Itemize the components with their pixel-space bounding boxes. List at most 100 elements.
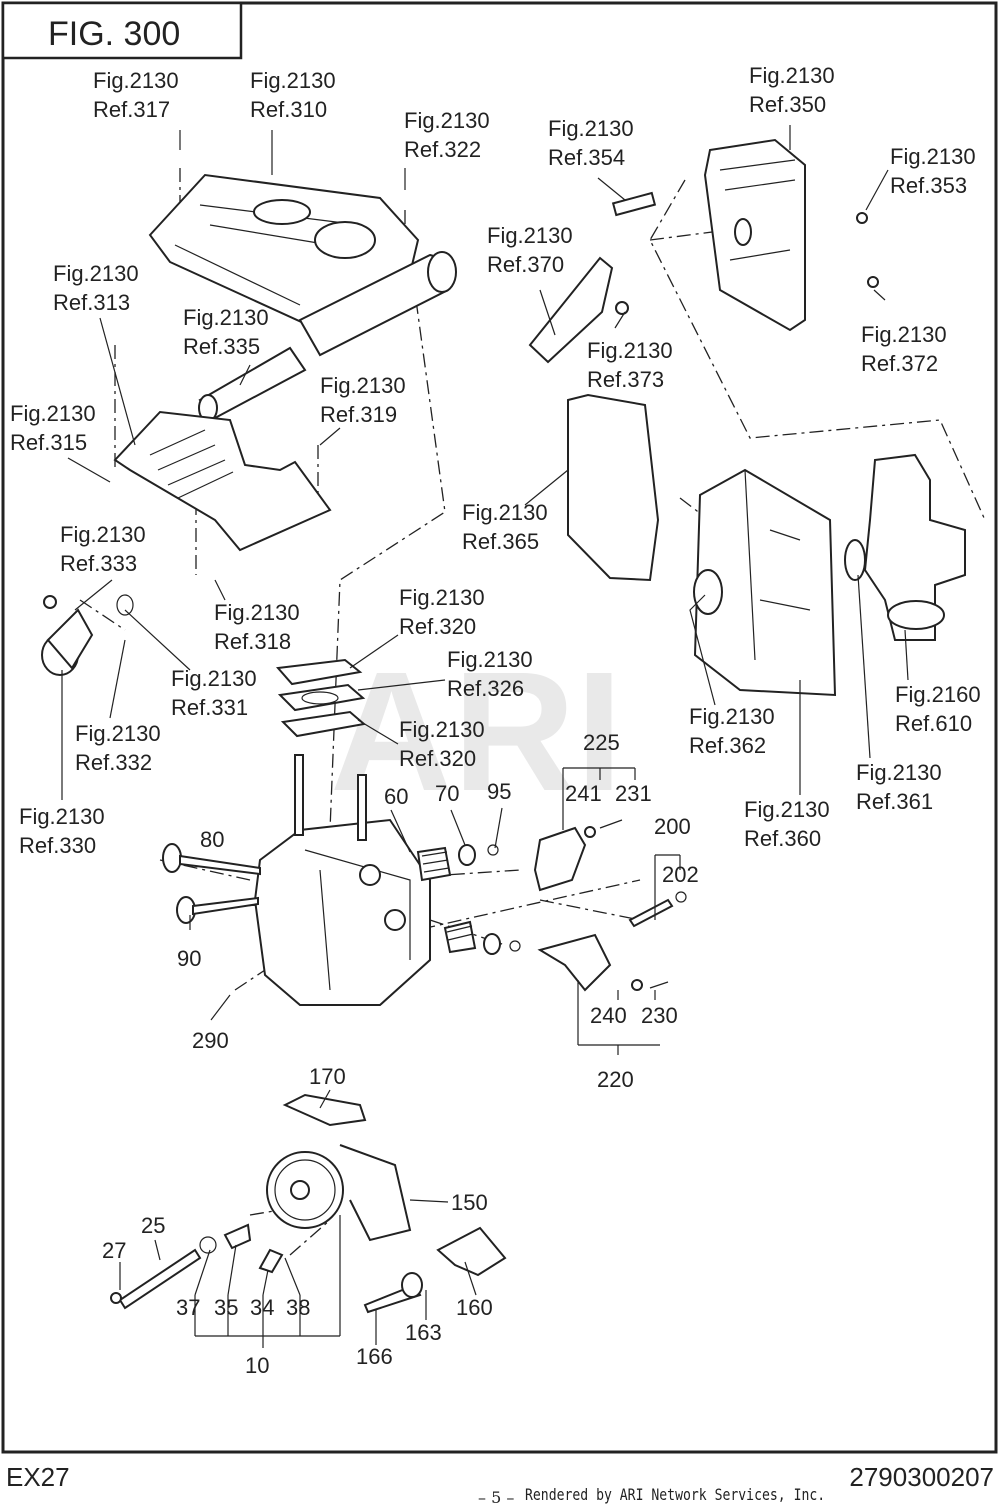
callout-ref-353: Fig.2130 Ref.353 [890, 144, 976, 198]
svg-text:Fig.2130: Fig.2130 [404, 108, 490, 133]
callout-ref-360: Fig.2130 Ref.360 [744, 797, 830, 851]
callout-ref-317: Fig.2130 Ref.317 [93, 68, 179, 122]
callout-ref-361: Fig.2130 Ref.361 [856, 760, 942, 814]
part-37: 37 [176, 1295, 200, 1320]
svg-text:Fig.2130: Fig.2130 [250, 68, 336, 93]
part-241: 241 [565, 781, 602, 806]
callout-ref-320-lower: Fig.2130 Ref.320 [399, 717, 485, 771]
svg-text:Fig.2130: Fig.2130 [744, 797, 830, 822]
svg-text:Ref.353: Ref.353 [890, 173, 967, 198]
callout-ref-350: Fig.2130 Ref.350 [749, 63, 835, 117]
svg-text:Ref.320: Ref.320 [399, 746, 476, 771]
part-290: 290 [192, 1028, 229, 1053]
svg-text:Fig.2130: Fig.2130 [10, 401, 96, 426]
cylinder-head [253, 754, 431, 1006]
svg-text:Fig.2130: Fig.2130 [183, 305, 269, 330]
part-200: 200 [654, 814, 691, 839]
part-34: 34 [250, 1295, 274, 1320]
footer-model: EX27 [6, 1462, 70, 1492]
svg-text:Ref.317: Ref.317 [93, 97, 170, 122]
svg-text:Fig.2130: Fig.2130 [856, 760, 942, 785]
svg-text:Fig.2130: Fig.2130 [75, 721, 161, 746]
intake-valve [162, 843, 261, 876]
callout-ref-322: Fig.2130 Ref.322 [404, 108, 490, 162]
svg-text:Ref.361: Ref.361 [856, 789, 933, 814]
svg-text:Ref.331: Ref.331 [171, 695, 248, 720]
svg-text:Ref.333: Ref.333 [60, 551, 137, 576]
svg-text:Ref.319: Ref.319 [320, 402, 397, 427]
callout-ref-330: Fig.2130 Ref.330 [19, 804, 105, 858]
callout-fig-2160-ref-610: Fig.2160 Ref.610 [895, 682, 981, 736]
gaskets [275, 658, 367, 738]
svg-text:Ref.362: Ref.362 [689, 733, 766, 758]
svg-text:Fig.2130: Fig.2130 [689, 704, 775, 729]
svg-text:Ref.326: Ref.326 [447, 676, 524, 701]
exhaust-elbow [41, 594, 134, 676]
part-166: 166 [356, 1344, 393, 1369]
part-90: 90 [177, 946, 201, 971]
part-38: 38 [286, 1295, 310, 1320]
svg-text:Ref.360: Ref.360 [744, 826, 821, 851]
svg-text:Ref.350: Ref.350 [749, 92, 826, 117]
svg-text:Fig.2130: Fig.2130 [60, 522, 146, 547]
svg-text:Fig.2130: Fig.2130 [93, 68, 179, 93]
callout-ref-331: Fig.2130 Ref.331 [171, 666, 257, 720]
callout-ref-319: Fig.2130 Ref.319 [320, 373, 406, 427]
svg-text:Ref.372: Ref.372 [861, 351, 938, 376]
part-230: 230 [641, 1003, 678, 1028]
svg-text:Ref.365: Ref.365 [462, 529, 539, 554]
svg-text:Fig.2130: Fig.2130 [548, 116, 634, 141]
valve-springs [416, 844, 521, 955]
cam-gear [110, 1093, 507, 1314]
callout-ref-333: Fig.2130 Ref.333 [60, 522, 146, 576]
figure-title: FIG. 300 [48, 15, 180, 53]
callout-ref-373: Fig.2130 Ref.373 [587, 338, 673, 392]
footer-page-number: – 5 – [478, 1488, 515, 1507]
svg-text:Ref.373: Ref.373 [587, 367, 664, 392]
svg-text:Fig.2130: Fig.2130 [214, 600, 300, 625]
diagram-border [1, 1, 998, 1454]
svg-text:Fig.2130: Fig.2130 [19, 804, 105, 829]
tailpipe [198, 346, 307, 422]
part-202: 202 [662, 862, 699, 887]
svg-text:Ref.610: Ref.610 [895, 711, 972, 736]
rocker-arm-lower [537, 933, 669, 992]
callout-ref-332: Fig.2130 Ref.332 [75, 721, 161, 775]
svg-text:Fig.2130: Fig.2130 [320, 373, 406, 398]
svg-text:Fig.2130: Fig.2130 [399, 585, 485, 610]
callout-ref-318: Fig.2130 Ref.318 [214, 600, 300, 654]
exhaust-valve [176, 896, 259, 924]
part-10: 10 [245, 1353, 269, 1378]
part-80: 80 [200, 827, 224, 852]
svg-text:Ref.354: Ref.354 [548, 145, 625, 170]
svg-text:Fig.2130: Fig.2130 [749, 63, 835, 88]
air-cleaner-cover [611, 138, 879, 332]
svg-text:Fig.2130: Fig.2130 [487, 223, 573, 248]
callout-labels: Fig.2130 Ref.317 Fig.2130 Ref.310 Fig.21… [10, 63, 981, 858]
svg-text:Fig.2130: Fig.2130 [171, 666, 257, 691]
svg-text:Ref.313: Ref.313 [53, 290, 130, 315]
part-240: 240 [590, 1003, 627, 1028]
part-95: 95 [487, 779, 511, 804]
leader-lines [61, 125, 909, 1348]
callout-ref-370: Fig.2130 Ref.370 [487, 223, 573, 277]
svg-text:Ref.335: Ref.335 [183, 334, 260, 359]
svg-text:Fig.2160: Fig.2160 [895, 682, 981, 707]
footer-rendered-by: Rendered by ARI Network Services, Inc. [525, 1485, 826, 1504]
callout-ref-335: Fig.2130 Ref.335 [183, 305, 269, 359]
part-number-labels: 225 60 70 95 241 231 80 200 202 90 240 2… [102, 730, 699, 1378]
part-160: 160 [456, 1295, 493, 1320]
svg-text:Ref.320: Ref.320 [399, 614, 476, 639]
part-163: 163 [405, 1320, 442, 1345]
part-170: 170 [309, 1064, 346, 1089]
rocker-arm-upper [533, 819, 623, 892]
svg-text:Ref.322: Ref.322 [404, 137, 481, 162]
part-150: 150 [451, 1190, 488, 1215]
svg-text:Fig.2130: Fig.2130 [861, 322, 947, 347]
svg-text:Fig.2130: Fig.2130 [462, 500, 548, 525]
svg-text:Ref.370: Ref.370 [487, 252, 564, 277]
air-filter-element [567, 393, 660, 582]
svg-text:Fig.2130: Fig.2130 [399, 717, 485, 742]
callout-ref-315: Fig.2130 Ref.315 [10, 401, 96, 455]
